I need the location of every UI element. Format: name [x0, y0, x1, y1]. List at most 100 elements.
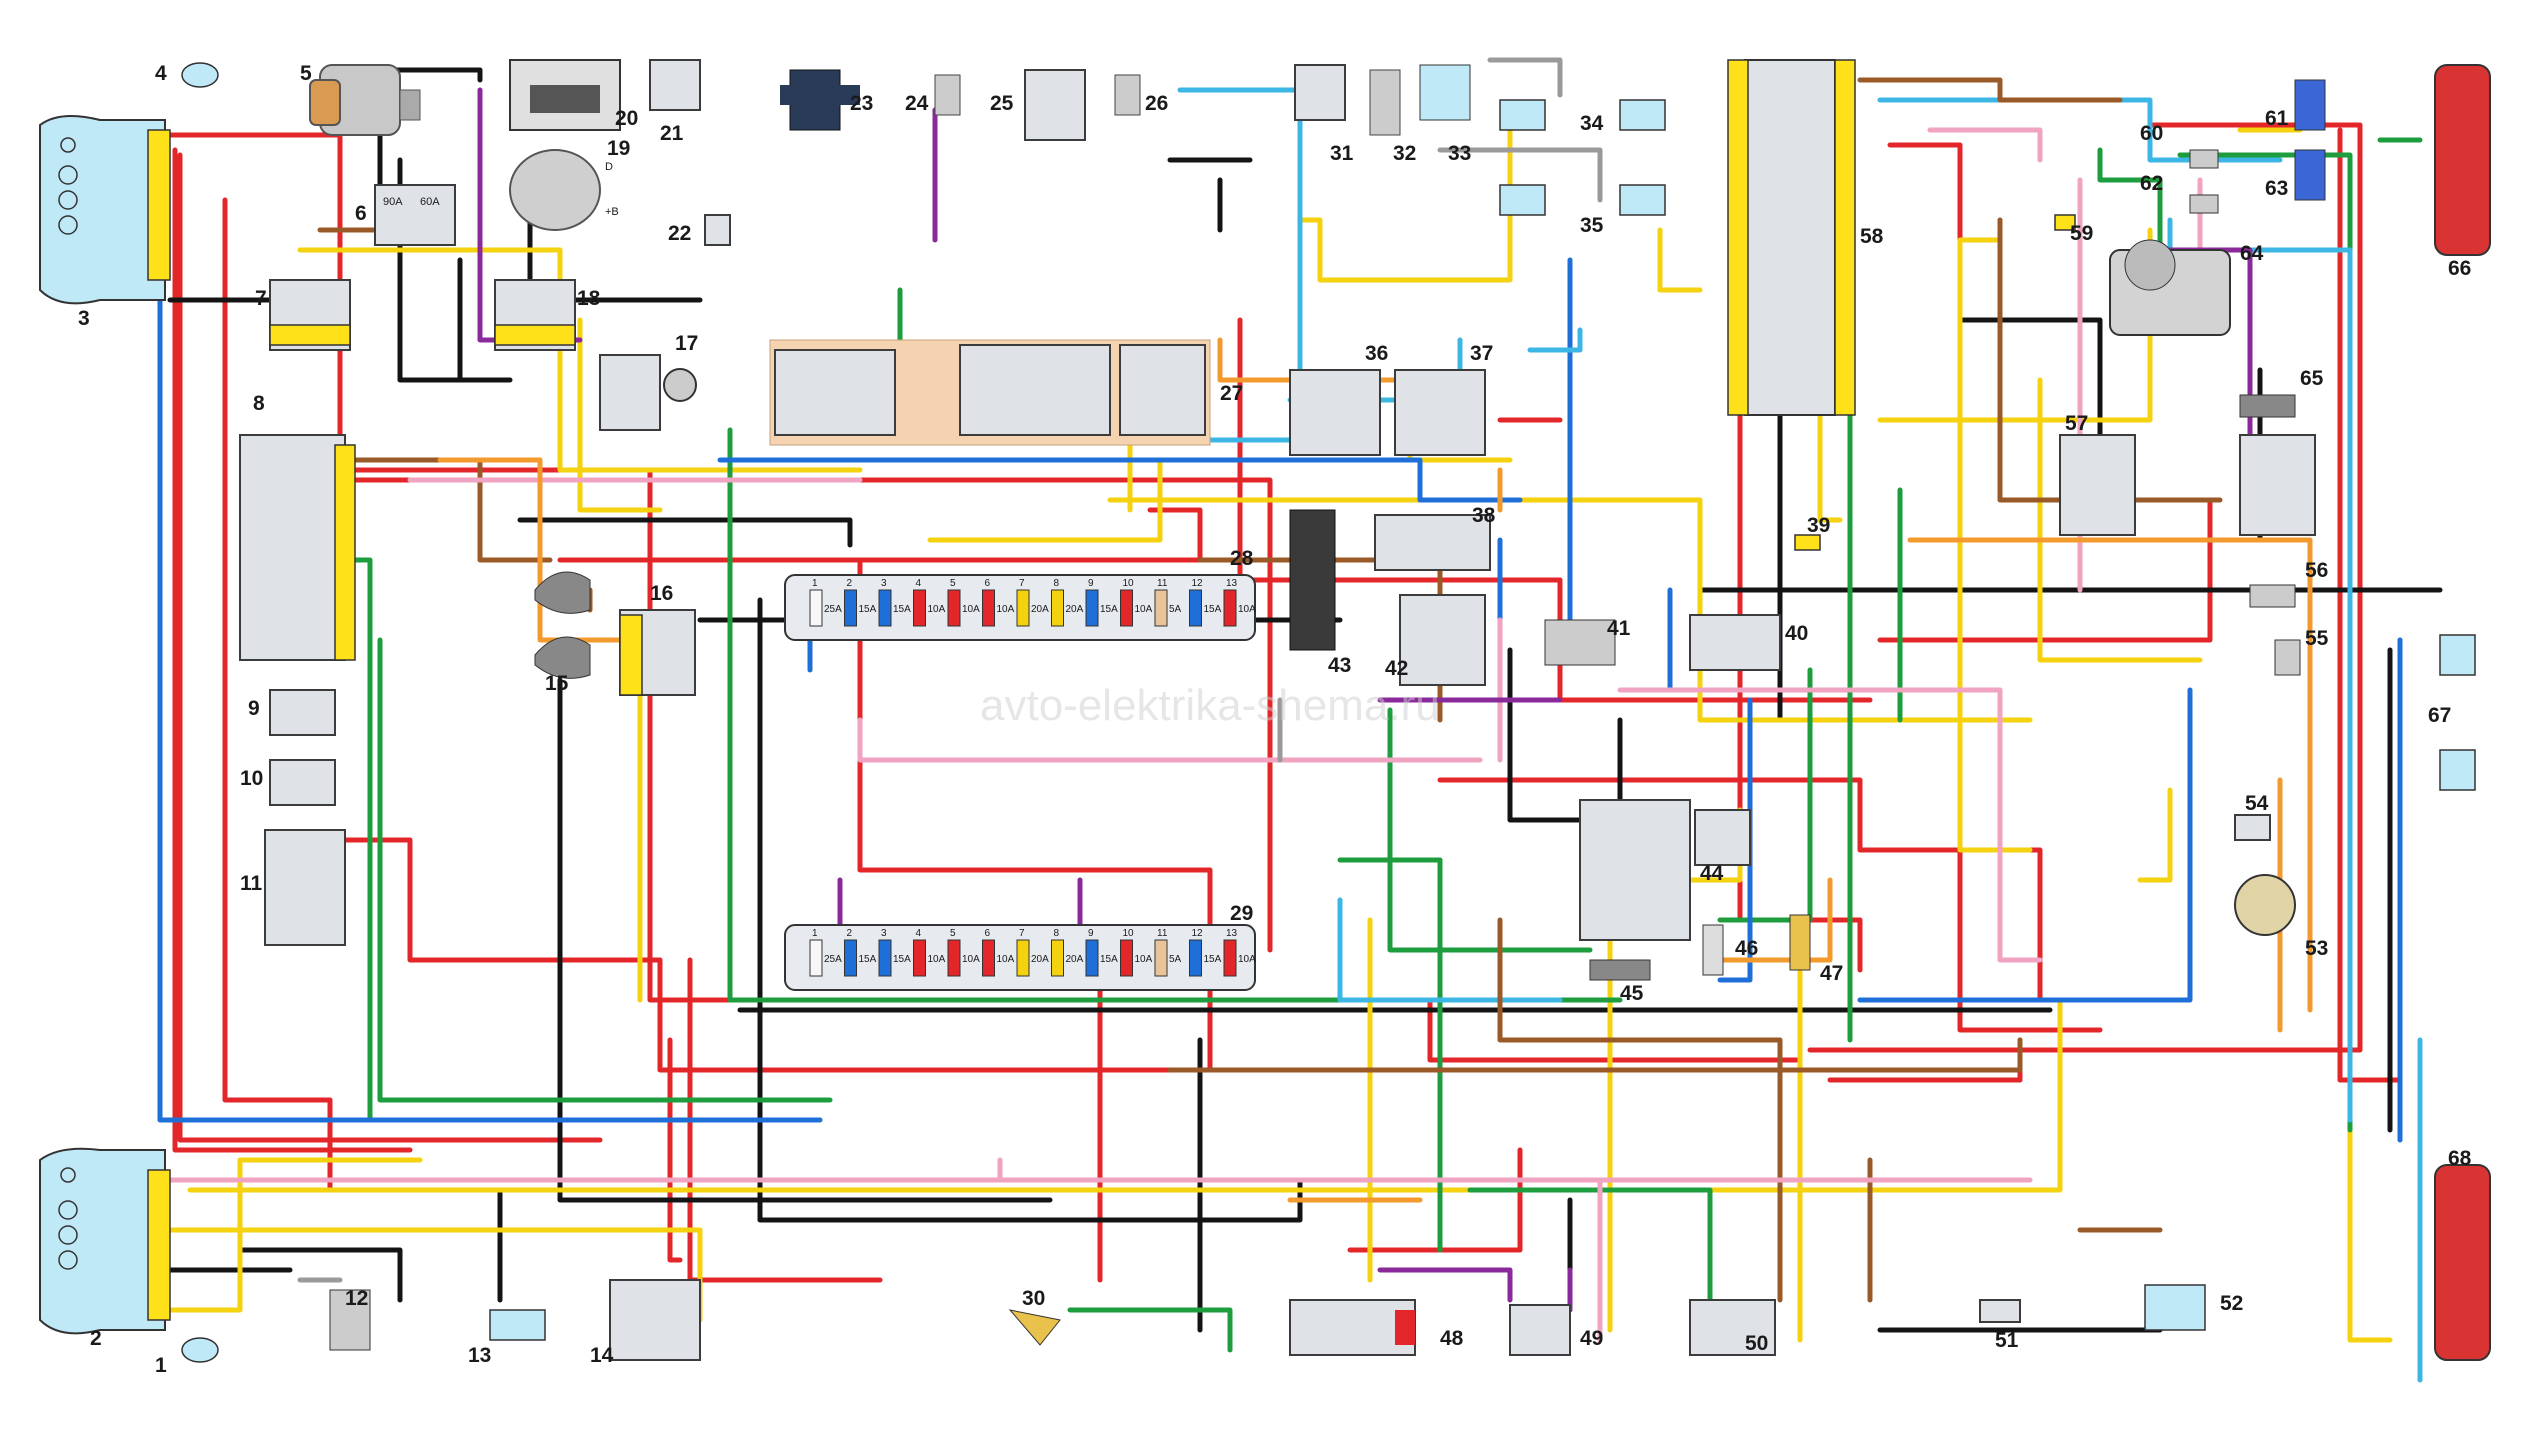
fuse-29-element: [982, 939, 995, 977]
horn-relay: [619, 609, 696, 696]
sensor-61: [2294, 79, 2326, 131]
fuse-28-rating: 10A: [1135, 604, 1153, 615]
component-label-32: 32: [1393, 142, 1416, 165]
sensor-24: [934, 74, 961, 116]
component-label-68: 68: [2448, 1147, 2472, 1170]
fuse-28-number: 4: [916, 578, 922, 589]
fuse-29-element: [1154, 939, 1168, 977]
switch-14: [609, 1279, 701, 1361]
component-label-40: 40: [1785, 622, 1808, 645]
sensor-56: [2249, 584, 2296, 608]
switch-42: [1399, 594, 1486, 686]
relay-7: [269, 279, 351, 351]
fuse-28-rating: 10A: [928, 604, 946, 615]
sensor-62: [2189, 194, 2219, 214]
connector-39: [1794, 534, 1821, 551]
fuse-29-rating: 15A: [859, 954, 877, 965]
component-label-67: 67: [2428, 704, 2451, 727]
component-38: [1374, 514, 1491, 571]
fuse-rating: 90A: [383, 196, 403, 208]
lamp-pair-34: [1499, 99, 1666, 131]
fuse-29-element: [913, 939, 926, 977]
fuse-28-number: 11: [1157, 578, 1168, 589]
ignition-switch: [599, 354, 697, 431]
fuse-28-number: 1: [812, 578, 818, 589]
switch-49: [1509, 1304, 1571, 1356]
fuse-28-rating: 15A: [1100, 604, 1118, 615]
fuse-28-number: 12: [1192, 578, 1204, 589]
horn-lower: [534, 636, 591, 679]
component-label-26: 26: [1145, 92, 1168, 115]
wiper-switch: [2239, 434, 2316, 536]
generator-term: +B: [605, 206, 619, 218]
component-label-52: 52: [2220, 1292, 2243, 1315]
component-label-53: 53: [2305, 937, 2328, 960]
fuse-29-number: 5: [950, 928, 956, 939]
fuse-28-element: [1223, 589, 1237, 627]
fuse-28-element: [1120, 589, 1133, 627]
lamp-52: [2144, 1284, 2206, 1331]
generator-term: D: [605, 161, 613, 173]
fuse-28-rating: 5A: [1169, 604, 1182, 615]
component-label-63: 63: [2265, 177, 2288, 200]
starter-motor: [309, 64, 421, 136]
fuse-28-number: 13: [1226, 578, 1238, 589]
component-label-36: 36: [1365, 342, 1388, 365]
fuse-28-element: [982, 589, 995, 627]
fuse-28-rating: 20A: [1066, 604, 1084, 615]
fuse-29-rating: 10A: [997, 954, 1015, 965]
sensor-46: [1702, 924, 1724, 976]
watermark: avto-elektrika-shema.ru: [980, 681, 1440, 730]
component-label-28: 28: [1230, 547, 1254, 570]
lamp-13: [489, 1309, 546, 1341]
component-label-23: 23: [850, 92, 873, 115]
component-label-48: 48: [1440, 1327, 1464, 1350]
sensor-32: [1369, 69, 1401, 136]
component-label-30: 30: [1022, 1287, 1045, 1310]
switch-44: [1694, 809, 1751, 866]
fuse-28-rating: 10A: [962, 604, 980, 615]
relay-31: [1294, 64, 1346, 121]
fuse-28-number: 2: [847, 578, 853, 589]
component-label-10: 10: [240, 767, 263, 790]
sensor-30: [1008, 1309, 1061, 1346]
component-label-60: 60: [2140, 122, 2163, 145]
component-label-16: 16: [650, 582, 673, 605]
component-label-15: 15: [545, 672, 569, 695]
component-label-21: 21: [660, 122, 684, 145]
fuse-28-element: [1051, 589, 1064, 627]
switch-54: [2234, 814, 2271, 841]
component-label-4: 4: [155, 62, 167, 85]
lamp-pair-35: [1499, 184, 1666, 216]
fuse-28-rating: 20A: [1031, 604, 1049, 615]
component-label-7: 7: [255, 287, 267, 310]
sensor-12: [329, 1289, 371, 1351]
fuse-29-number: 13: [1226, 928, 1238, 939]
component-label-9: 9: [248, 697, 260, 720]
relay-block: [769, 339, 1211, 446]
fuse-29-element: [1016, 939, 1030, 977]
fuse-28-number: 8: [1054, 578, 1060, 589]
fuse-29-element: [1051, 939, 1064, 977]
fuse-28-number: 9: [1088, 578, 1094, 589]
component-label-11: 11: [240, 872, 263, 895]
component-label-46: 46: [1735, 937, 1758, 960]
fuse-28-element: [1189, 589, 1202, 627]
fuse-ratings: 25A115A215A310A410A510A620A720A815A910A1…: [809, 578, 1256, 977]
switch-9: [269, 689, 336, 736]
sensor-47: [1789, 914, 1811, 971]
component-label-18: 18: [577, 287, 601, 310]
fuse-29-number: 4: [916, 928, 922, 939]
component-label-55: 55: [2305, 627, 2329, 650]
component-label-64: 64: [2240, 242, 2264, 265]
fuse-29-number: 6: [985, 928, 991, 939]
switch-33: [1419, 64, 1471, 121]
fuse-29-element: [1120, 939, 1133, 977]
component-label-47: 47: [1820, 962, 1843, 985]
fuse-29-rating: 10A: [928, 954, 946, 965]
component-label-29: 29: [1230, 902, 1253, 925]
fuse-29-element: [1189, 939, 1202, 977]
component-label-62: 62: [2140, 172, 2163, 195]
component-label-12: 12: [345, 1287, 368, 1310]
